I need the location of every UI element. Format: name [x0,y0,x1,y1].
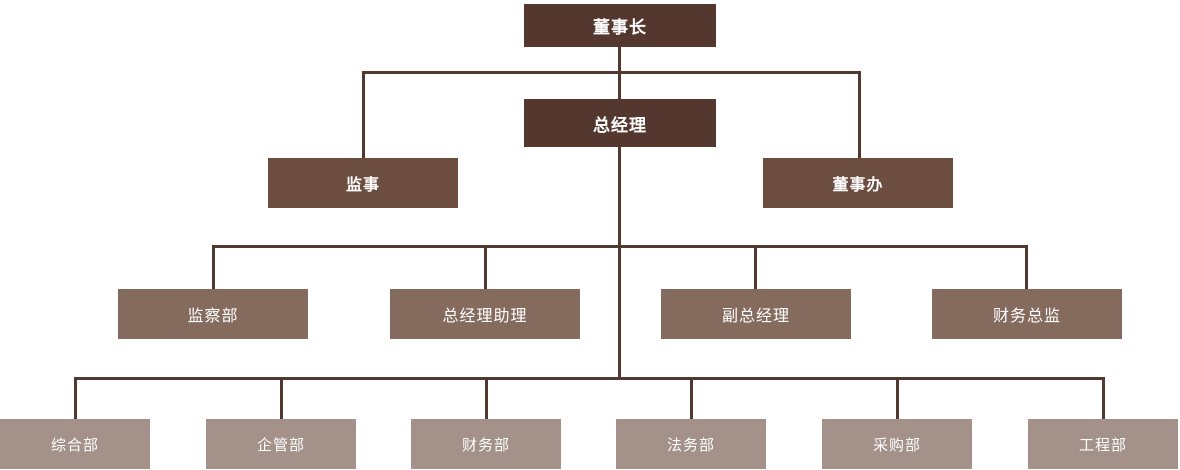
connector-drop-enterprise-management [280,377,283,419]
node-board-office: 董事办 [763,158,953,208]
node-legal-dept: 法务部 [616,419,766,469]
node-legal-dept-label: 法务部 [666,436,715,454]
connector-drop-finance-director [1025,245,1028,289]
connector-drop-deputy-gm [754,245,757,289]
node-chairman: 董事长 [524,4,716,47]
connector-drop-gm-assistant [484,245,487,289]
node-supervision-dept-label: 监察部 [187,308,239,325]
connector-drop-supervision-dept [212,245,215,289]
node-supervisor-label: 监事 [345,177,380,194]
node-enterprise-management-dept-label: 企管部 [256,436,305,454]
node-general-manager: 总经理 [524,99,716,147]
connector-gm-trunk [618,147,621,378]
node-procurement-dept-label: 采购部 [872,436,921,454]
node-deputy-general-manager-label: 副总经理 [721,308,790,325]
node-finance-director: 财务总监 [932,289,1122,339]
node-chairman-label: 董事长 [593,18,647,37]
node-board-office-label: 董事办 [832,177,884,194]
node-gm-assistant: 总经理助理 [390,289,580,339]
node-procurement-dept: 采购部 [822,419,972,469]
node-supervision-dept: 监察部 [118,289,308,339]
connector-level4-branch [74,377,1104,380]
connector-level3-branch [212,245,1028,248]
connector-drop-finance-dept [485,377,488,419]
connector-drop-engineering-dept [1102,377,1105,419]
connector-drop-board-office [858,71,861,158]
node-finance-director-label: 财务总监 [992,308,1061,325]
node-enterprise-management-dept: 企管部 [206,419,356,469]
node-general-office-dept: 综合部 [0,419,150,469]
connector-level2-branch [362,71,861,74]
node-supervisor: 监事 [268,158,458,208]
node-general-manager-label: 总经理 [593,115,647,135]
node-gm-assistant-label: 总经理助理 [442,308,528,325]
connector-drop-supervisor [362,71,365,158]
connector-drop-general-office [74,377,77,419]
connector-drop-legal-dept [690,377,693,419]
node-finance-dept: 财务部 [411,419,561,469]
node-engineering-dept-label: 工程部 [1078,436,1127,454]
node-engineering-dept: 工程部 [1028,419,1178,469]
connector-drop-procurement-dept [896,377,899,419]
node-deputy-general-manager: 副总经理 [661,289,851,339]
node-finance-dept-label: 财务部 [461,436,510,454]
node-general-office-dept-label: 综合部 [50,436,99,454]
